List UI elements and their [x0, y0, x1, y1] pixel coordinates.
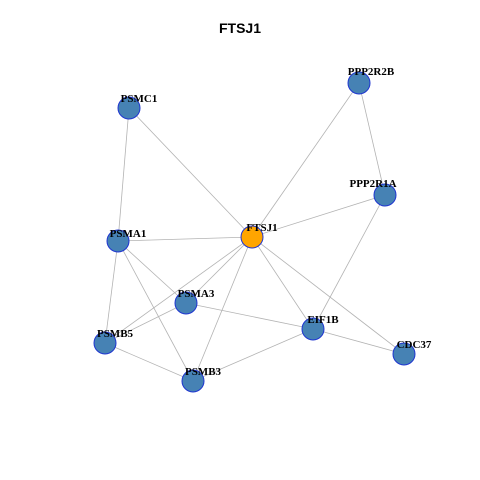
node-label-cdc37: CDC37	[397, 339, 432, 351]
edge-ppp2r1a-eif1b	[312, 194, 386, 330]
node-label-psmb5: PSMB5	[97, 328, 134, 340]
node-label-ftsj1: FTSJ1	[246, 222, 277, 234]
edge-psmb5-psmb3	[104, 342, 194, 382]
edge-ftsj1-psmb5	[104, 236, 253, 344]
node-label-psma1: PSMA1	[110, 228, 147, 240]
edge-ftsj1-psmc1	[128, 107, 253, 238]
edge-ftsj1-ppp2r2b	[251, 82, 360, 238]
edges-layer	[104, 82, 405, 382]
edge-eif1b-psmb3	[192, 328, 314, 382]
node-psma3[interactable]	[174, 291, 198, 315]
edge-eif1b-cdc37	[312, 328, 405, 355]
node-label-ppp2r1a: PPP2R1A	[349, 178, 396, 190]
graph-title: FTSJ1	[218, 20, 261, 36]
node-label-psmc1: PSMC1	[121, 93, 158, 105]
edge-ftsj1-psma1	[117, 236, 253, 242]
node-eif1b[interactable]	[301, 317, 325, 341]
edge-ftsj1-eif1b	[251, 236, 314, 330]
node-label-eif1b: EIF1B	[307, 314, 339, 326]
node-cdc37[interactable]	[392, 342, 416, 366]
node-psmb5[interactable]	[93, 331, 117, 355]
edge-ppp2r2b-ppp2r1a	[358, 82, 386, 196]
node-ppp2r1a[interactable]	[373, 183, 397, 207]
edge-ftsj1-psma3	[185, 236, 253, 304]
edge-psma1-psmb5	[104, 240, 119, 344]
nodes-layer	[93, 71, 416, 393]
edge-ftsj1-psmb3	[192, 236, 253, 382]
edge-psma1-psma3	[117, 240, 187, 304]
node-label-ppp2r2b: PPP2R2B	[348, 66, 395, 78]
edge-psmc1-psma1	[117, 107, 130, 242]
node-psma1[interactable]	[106, 229, 130, 253]
edge-psma3-psmb5	[104, 302, 187, 344]
node-psmb3[interactable]	[181, 369, 205, 393]
node-label-psmb3: PSMB3	[185, 366, 222, 378]
node-ppp2r2b[interactable]	[347, 71, 371, 95]
edge-psma1-psmb3	[117, 240, 194, 382]
edge-ftsj1-ppp2r1a	[251, 194, 386, 238]
node-psmc1[interactable]	[117, 96, 141, 120]
edge-psma3-eif1b	[185, 302, 314, 330]
edge-ftsj1-cdc37	[251, 236, 405, 355]
node-ftsj1[interactable]	[240, 225, 264, 249]
node-label-psma3: PSMA3	[178, 288, 215, 300]
